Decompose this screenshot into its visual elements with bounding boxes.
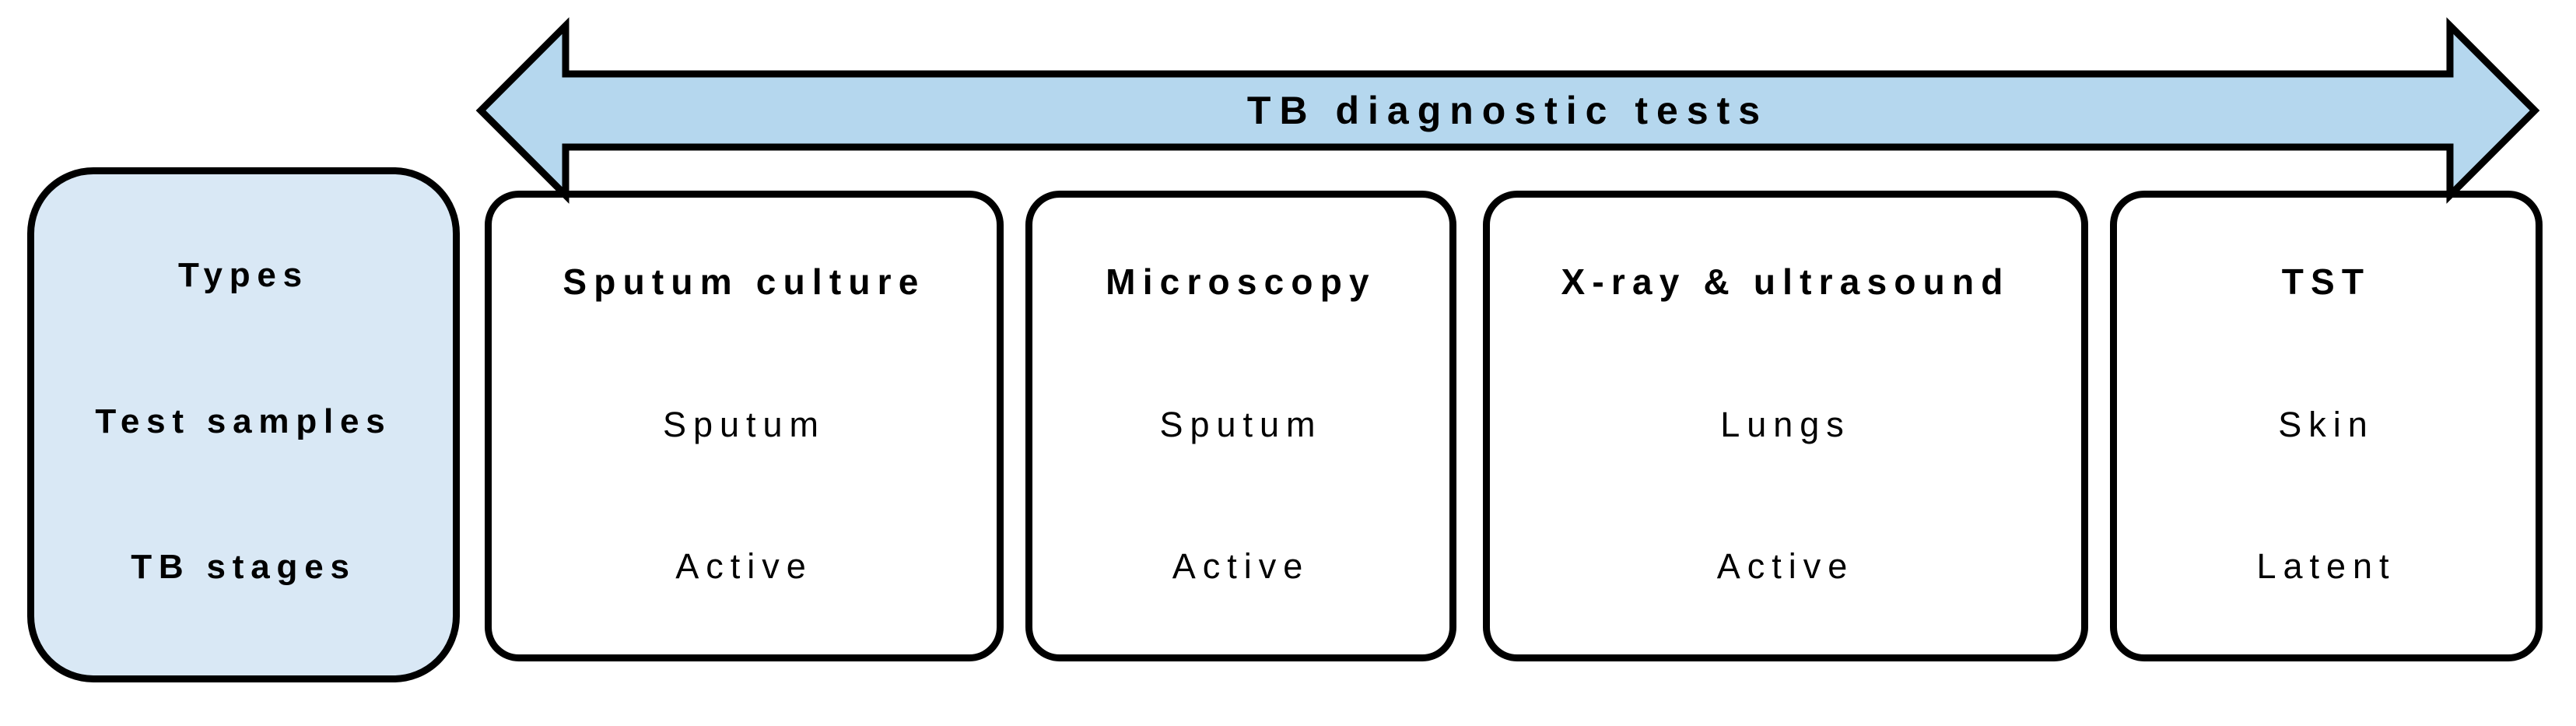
column-test-sample: Skin	[2278, 404, 2374, 444]
legend-box: Types Test samples TB stages	[27, 167, 460, 682]
legend-tb-stages-label: TB stages	[131, 548, 356, 586]
column-tb-stage: Active	[1172, 546, 1310, 586]
column-title: X-ray & ultrasound	[1561, 261, 2010, 302]
column-tb-stage: Active	[1716, 546, 1855, 586]
column-tb-stage: Active	[675, 546, 813, 586]
column-test-sample: Sputum	[1159, 404, 1323, 444]
column-title: Microscopy	[1106, 261, 1376, 302]
column-test-sample: Sputum	[662, 404, 826, 444]
arrow-title: TB diagnostic tests	[1246, 89, 1769, 132]
column-test-sample: Lungs	[1720, 404, 1851, 444]
column-tb-stage: Latent	[2256, 546, 2396, 586]
column-microscopy: Microscopy Sputum Active	[1025, 191, 1456, 661]
column-title: Sputum culture	[563, 261, 926, 302]
column-tst: TST Skin Latent	[2110, 191, 2543, 661]
column-xray-ultrasound: X-ray & ultrasound Lungs Active	[1483, 191, 2088, 661]
column-sputum-culture: Sputum culture Sputum Active	[485, 191, 1004, 661]
column-title: TST	[2281, 261, 2371, 302]
legend-test-samples-label: Test samples	[95, 402, 392, 440]
legend-types-label: Types	[178, 256, 309, 294]
